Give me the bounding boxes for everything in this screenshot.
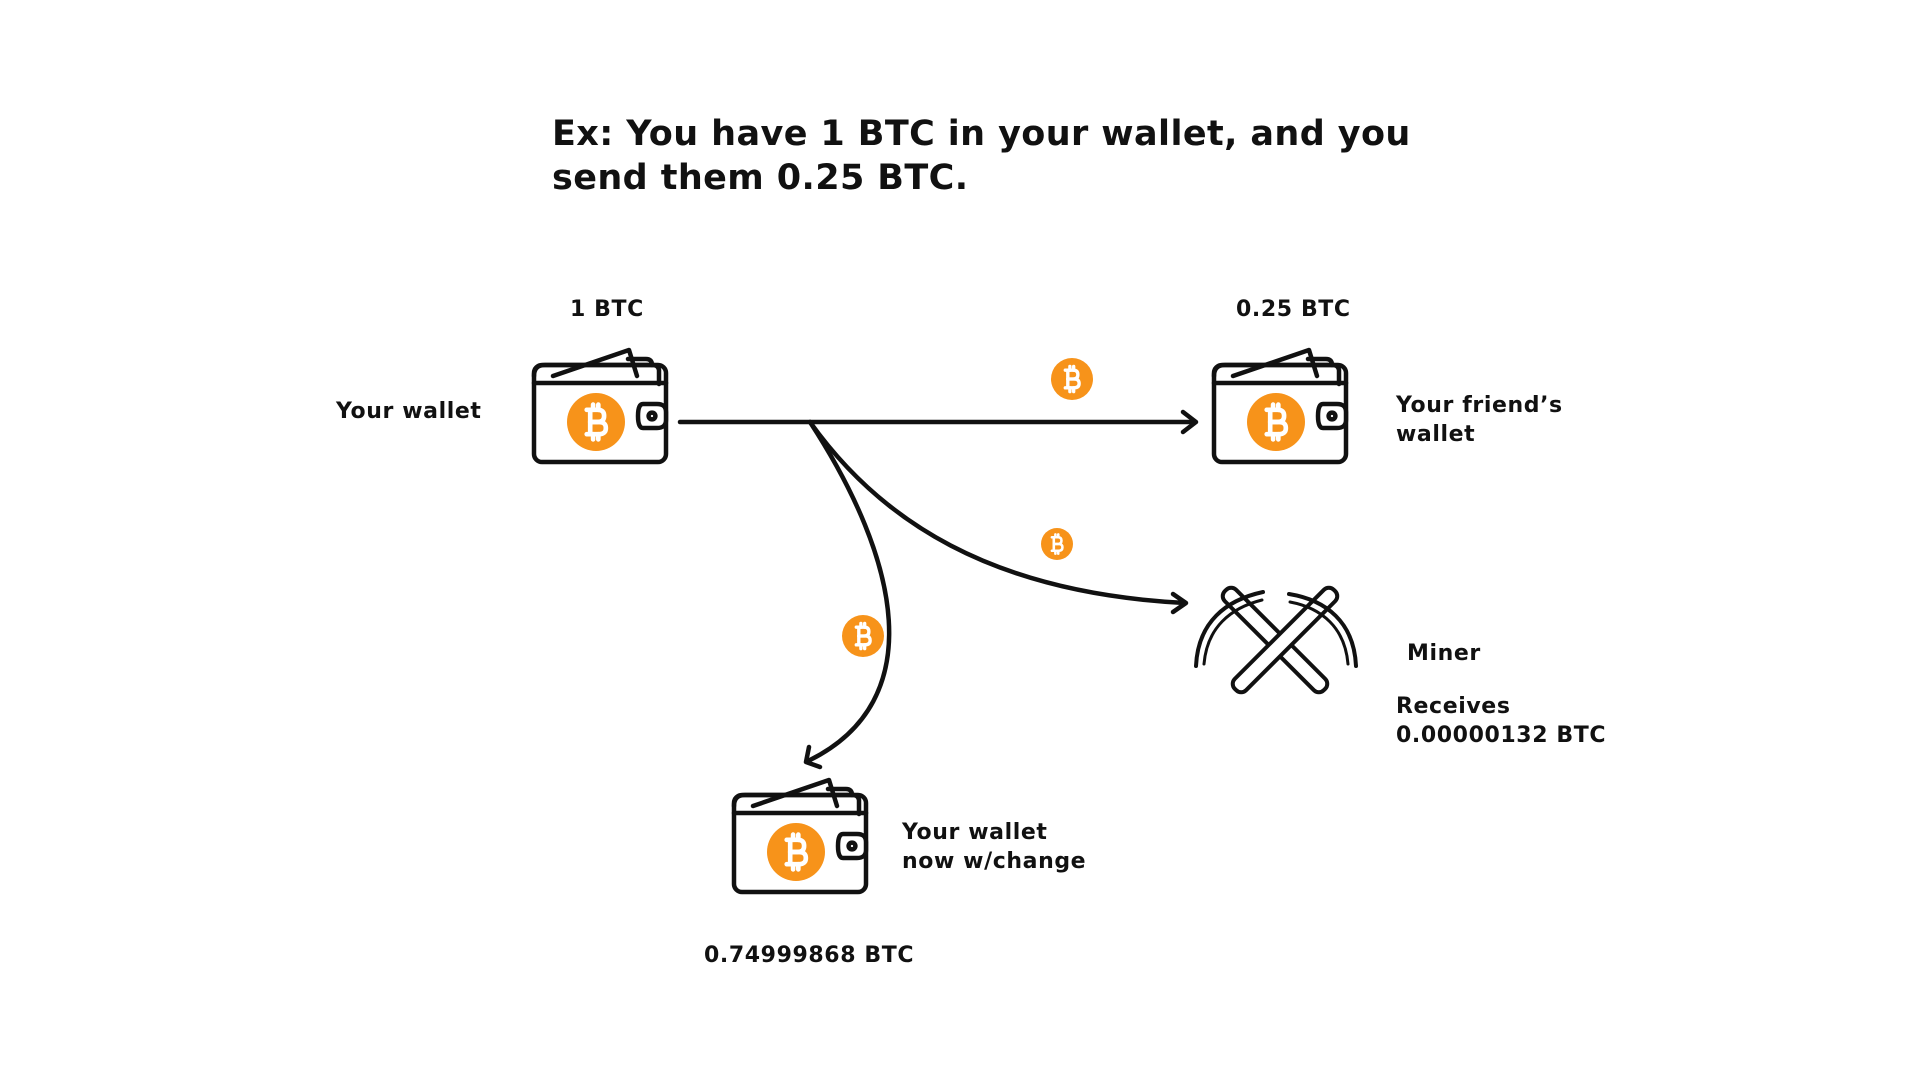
miner-pickaxe-icon <box>1194 585 1358 695</box>
change-label-line-1: Your wallet <box>902 820 1048 845</box>
coin-to-miner-icon <box>1041 528 1073 560</box>
sender-amount: 1 BTC <box>570 297 644 322</box>
title-line-1: Ex: You have 1 BTC in your wallet, and y… <box>552 114 1411 154</box>
miner-receives-line-2: 0.00000132 BTC <box>1396 723 1607 748</box>
sender-wallet-icon <box>534 350 666 462</box>
change-amount: 0.74999868 BTC <box>704 943 915 968</box>
change-label-line-2: now w/change <box>902 849 1087 874</box>
friend-label: Your friend’s wallet <box>1396 391 1563 449</box>
coin-to-friend-icon <box>1051 358 1093 400</box>
miner-label: Miner <box>1407 641 1481 666</box>
change-wallet-icon <box>734 780 866 892</box>
arrow-to-friend-head <box>1180 409 1199 435</box>
arrow-to-change <box>807 419 892 763</box>
miner-receives: Receives 0.00000132 BTC <box>1396 692 1606 750</box>
miner-receives-line-1: Receives <box>1396 694 1511 719</box>
diagram-title: Ex: You have 1 BTC in your wallet, and y… <box>552 112 1412 200</box>
arrow-to-miner <box>807 419 1188 606</box>
title-line-2: send them 0.25 BTC. <box>552 158 969 198</box>
friend-label-line-2: wallet <box>1396 422 1476 447</box>
arrow-to-change-head <box>803 744 823 770</box>
change-label: Your wallet now w/change <box>902 818 1086 876</box>
arrow-to-miner-head <box>1170 591 1189 615</box>
friend-wallet-icon <box>1214 350 1346 462</box>
friend-label-line-1: Your friend’s <box>1396 393 1563 418</box>
friend-amount: 0.25 BTC <box>1236 297 1351 322</box>
coin-to-change-icon <box>842 615 884 657</box>
sender-label: Your wallet <box>336 399 482 424</box>
